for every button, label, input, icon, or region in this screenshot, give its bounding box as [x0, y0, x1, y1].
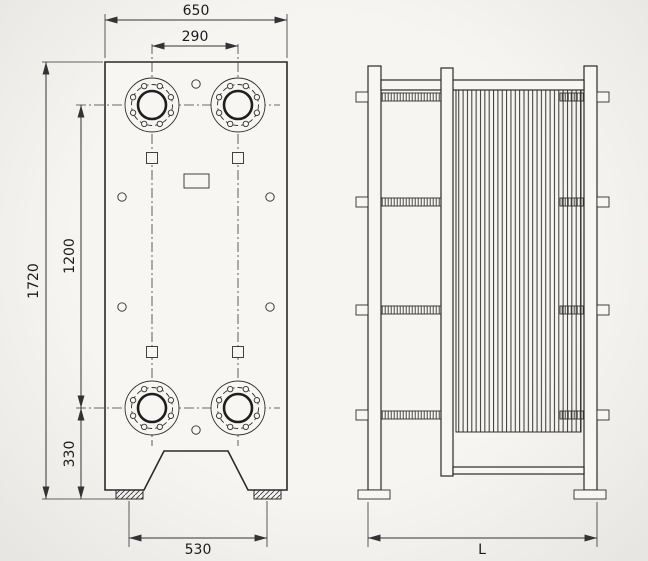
carrying-bar	[380, 79, 585, 91]
nameplate	[183, 173, 210, 189]
mounting-square-bottom-right	[232, 346, 244, 358]
dim-label-feet-spacing: 530	[185, 542, 212, 558]
side-left-foot	[357, 489, 391, 500]
dimension-overall-width: 650	[104, 3, 288, 58]
dim-label-port-spacing-vertical: 1200	[62, 238, 78, 274]
edge-bolt-hole-right-lower	[265, 302, 275, 312]
tie-bolt-head-left	[355, 304, 369, 316]
edge-bolt-hole-bottom	[191, 425, 201, 435]
dimension-base-height: 330	[62, 408, 85, 499]
tie-bolt-thread-left	[380, 92, 442, 102]
front-left-foot	[115, 489, 144, 500]
port-bottom-left	[123, 379, 181, 437]
tie-bolt-1	[355, 91, 610, 103]
dimension-feet-spacing: 530	[128, 501, 268, 558]
dim-label-overall-width: 650	[183, 3, 210, 19]
dim-label-port-spacing-horizontal: 290	[182, 29, 209, 45]
tie-bolt-thread-left	[380, 197, 442, 207]
dim-label-base-height: 330	[62, 441, 78, 468]
pressure-plate	[440, 67, 454, 477]
tie-bolt-head-right	[596, 304, 610, 316]
tie-bolt-head-right	[596, 91, 610, 103]
tie-bolt-head-right	[596, 409, 610, 421]
mounting-square-top-left	[146, 152, 158, 164]
dimension-overall-height: 1720	[26, 61, 118, 500]
tie-bolt-head-left	[355, 196, 369, 208]
edge-bolt-hole-left-lower	[117, 302, 127, 312]
dim-label-length: L	[478, 542, 486, 558]
support-column	[583, 65, 598, 491]
dim-label-overall-height: 1720	[26, 263, 42, 299]
edge-bolt-hole-left-upper	[117, 192, 127, 202]
tie-bolt-4	[355, 409, 610, 421]
tie-bolt-thread-right	[559, 305, 585, 315]
front-right-foot	[253, 489, 282, 500]
tie-bolt-2	[355, 196, 610, 208]
plate-pack	[455, 89, 582, 433]
side-right-foot	[573, 489, 607, 500]
tie-bolt-thread-right	[559, 410, 585, 420]
side-view	[355, 65, 610, 500]
port-top-left	[123, 76, 181, 134]
port-top-right	[209, 76, 267, 134]
dimension-port-spacing-vertical: 1200	[62, 105, 85, 408]
tie-bolt-head-right	[596, 196, 610, 208]
port-bottom-right	[209, 379, 267, 437]
dimension-port-spacing-horizontal: 290	[152, 29, 238, 50]
front-view	[76, 44, 288, 500]
edge-bolt-hole-top	[191, 79, 201, 89]
edge-bolt-hole-right-upper	[265, 192, 275, 202]
tie-bolt-thread-right	[559, 92, 585, 102]
tie-bolt-head-left	[355, 409, 369, 421]
mounting-square-top-right	[232, 152, 244, 164]
fixed-cover-column	[367, 65, 382, 491]
tie-bolt-thread-right	[559, 197, 585, 207]
dimension-length: L	[367, 502, 598, 558]
guide-bar	[452, 466, 585, 475]
mounting-square-bottom-left	[146, 346, 158, 358]
tie-bolt-3	[355, 304, 610, 316]
tie-bolt-head-left	[355, 91, 369, 103]
tie-bolt-thread-left	[380, 410, 442, 420]
tie-bolt-thread-left	[380, 305, 442, 315]
